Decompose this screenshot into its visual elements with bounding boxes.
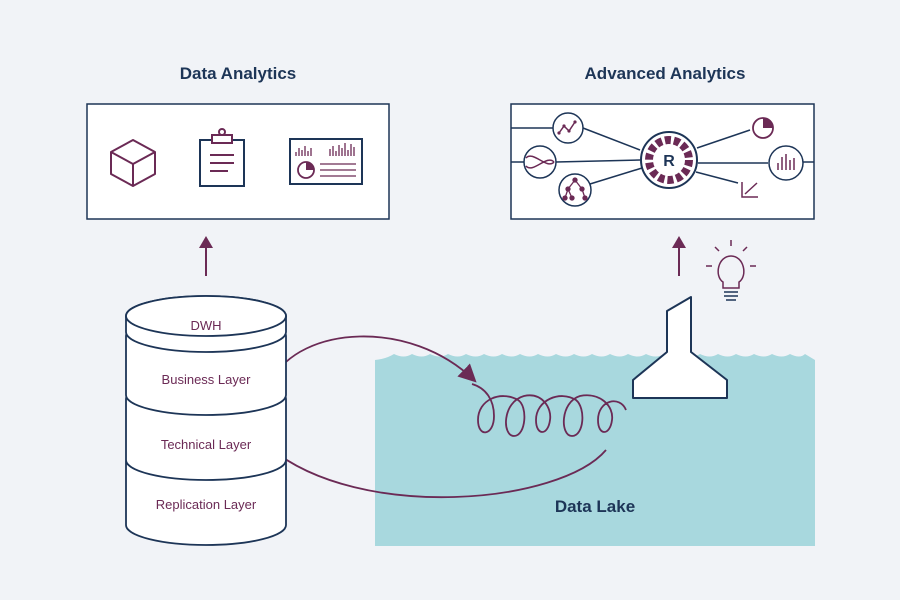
coil (471, 383, 627, 437)
line-trend-icon (552, 112, 584, 144)
r-hub-icon (640, 131, 698, 189)
dwh-cylinder (125, 295, 287, 546)
data-analytics-title: Data Analytics (179, 64, 297, 83)
data-lake-label: Data Lake (555, 497, 635, 516)
advanced-analytics-title: Advanced Analytics (584, 64, 746, 83)
scatter-trend-icon (741, 182, 758, 198)
dam-structure (632, 296, 728, 399)
wave-icon (523, 145, 557, 179)
data-lake (375, 354, 815, 546)
arrow-dwh-to-analytics (199, 236, 213, 276)
replication-layer-label: Replication Layer (156, 497, 257, 512)
cube-icon (110, 139, 156, 187)
arrow-lake-to-advanced (672, 236, 686, 276)
business-layer-label: Business Layer (162, 372, 252, 387)
r-hub-letter: R (663, 153, 675, 170)
dwh-top-label: DWH (190, 318, 221, 333)
tree-icon (558, 173, 592, 207)
lightbulb-icon (706, 240, 756, 301)
clipboard-icon (199, 128, 245, 187)
advanced-analytics-panel (510, 103, 815, 220)
technical-layer-label: Technical Layer (161, 437, 252, 452)
dashboard-icon (289, 138, 363, 185)
data-analytics-panel (86, 103, 390, 220)
arrow-lake-to-technical (267, 445, 607, 499)
pie-icon (752, 117, 774, 139)
bar-chart-icon (768, 145, 804, 181)
